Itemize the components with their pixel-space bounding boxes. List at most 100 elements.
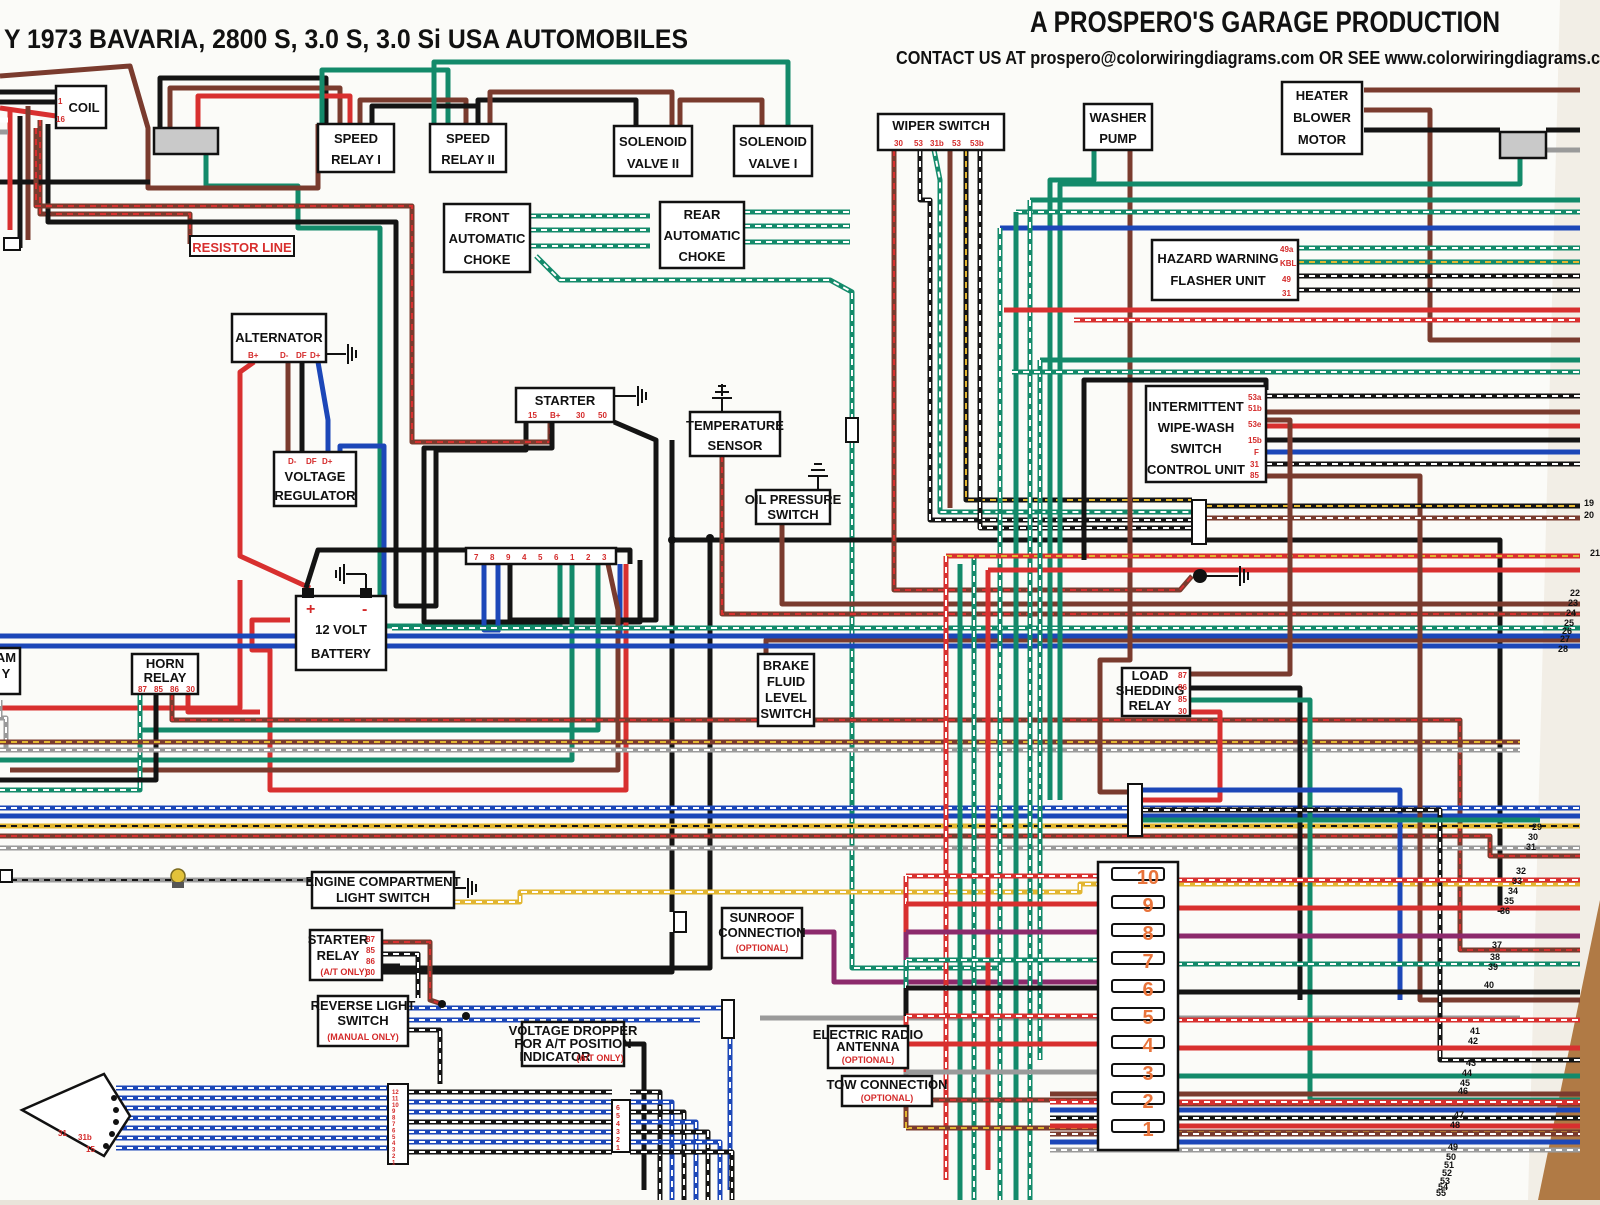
connector-pin-label: 1 <box>392 1160 396 1166</box>
splice-connector <box>721 999 735 1039</box>
connector-pin-label: 3 <box>616 1129 620 1136</box>
connector-pin-label: 6 <box>392 1128 396 1134</box>
wipe-wash-pin: 31 <box>1250 460 1259 469</box>
wire-number-label: 45 <box>1460 1078 1470 1088</box>
oil-sensor-ground-symbol <box>808 463 828 490</box>
wire <box>1142 787 1403 1000</box>
wire-number-label: 40 <box>1484 980 1494 990</box>
splice-connector <box>1191 499 1207 545</box>
engine-light-bulb-icon <box>170 868 186 888</box>
tow-connection: TOW CONNECTION (OPTIONAL) <box>826 1074 948 1108</box>
washer-pump-label: PUMP <box>1099 131 1137 146</box>
reverse-light-sub: (MANUAL ONLY) <box>327 1032 399 1042</box>
regulator-pin: D- <box>288 457 297 466</box>
wire-number-label: 26 <box>1562 626 1572 636</box>
sunroof-label: CONNECTION <box>718 925 805 940</box>
wire <box>370 932 675 975</box>
wire-number-label: 25 <box>1564 618 1574 628</box>
oil-pressure-switch: OIL PRESSURE SWITCH <box>745 488 842 526</box>
main-ground-symbol <box>1206 566 1249 586</box>
rear-choke-label: REAR <box>684 207 721 222</box>
wire <box>0 694 143 793</box>
sunroof-label: SUNROOF <box>730 910 795 925</box>
fuse-number: 4 <box>1142 1035 1154 1057</box>
hazard-pin: 31 <box>1282 289 1291 298</box>
starter-relay-label: RELAY <box>317 948 360 963</box>
front-choke-label: AUTOMATIC <box>449 231 526 246</box>
hazard-pin: 49 <box>1282 275 1291 284</box>
solenoid-valve-2-label: SOLENOID <box>619 134 687 149</box>
wire <box>0 580 243 711</box>
wire <box>237 359 312 591</box>
load-shedding-pin: 85 <box>1178 695 1187 704</box>
wire-number-label: 49 <box>1448 1142 1458 1152</box>
connector-pin-label: 6 <box>554 553 559 562</box>
wire-number-label: 29 <box>1532 822 1542 832</box>
alternator-pin: D+ <box>310 351 321 360</box>
wiper-switch-pin: 53 <box>952 139 961 148</box>
starter-pin: B+ <box>550 411 561 420</box>
fuse: 3 <box>1111 1063 1165 1085</box>
wire <box>507 419 659 623</box>
wire <box>1057 158 1523 800</box>
wire <box>630 1139 723 1200</box>
wiper-switch: WIPER SWITCH 30 53 31b 53 53b <box>876 112 1006 152</box>
rear-automatic-choke: REAR AUTOMATIC CHOKE <box>658 200 746 270</box>
hazard-pin: KBL <box>1280 259 1297 268</box>
voltage-dropper-sub: (A/T ONLY) <box>576 1053 623 1063</box>
wiper-switch-pin: 53 <box>914 139 923 148</box>
wire-number-label: 44 <box>1462 1068 1472 1078</box>
wire <box>1047 150 1097 800</box>
wire-junction-dot <box>462 1012 470 1020</box>
wire-number-label: 31 <box>1526 842 1536 852</box>
fuse-number: 6 <box>1142 979 1153 1001</box>
brake-fluid-level-switch: BRAKE FLUID LEVEL SWITCH <box>756 652 816 728</box>
load-shedding-pin: 86 <box>1178 683 1187 692</box>
coil-pin: 1 <box>58 97 63 106</box>
fuse: 8 <box>1111 923 1165 945</box>
wire <box>370 540 713 971</box>
load-shedding-pin: 87 <box>1178 671 1187 680</box>
wire-number-label: 34 <box>1508 886 1518 896</box>
sunroof-sub: (OPTIONAL) <box>736 943 789 953</box>
engine-light-ground-symbol <box>454 878 477 898</box>
fuse: 4 <box>1111 1035 1165 1057</box>
brake-fluid-label: FLUID <box>767 674 805 689</box>
fuse: 7 <box>1111 951 1165 973</box>
wire <box>849 442 1000 971</box>
horn-relay-label: RELAY <box>144 670 187 685</box>
wire <box>382 951 421 998</box>
battery-label: BATTERY <box>311 646 371 661</box>
solenoid-valve-1-label: VALVE I <box>749 156 798 171</box>
temperature-sensor: TEMPERATURE SENSOR <box>686 410 784 458</box>
temp-sensor-ground-symbol <box>712 384 732 412</box>
connector-pin-label: 5 <box>538 553 543 562</box>
splice-connector <box>673 911 687 933</box>
connector-pin-label: 4 <box>522 553 527 562</box>
wire <box>0 700 9 750</box>
brake-fluid-label: BRAKE <box>763 658 810 673</box>
speed-relay-1: SPEED RELAY I <box>316 122 396 174</box>
wipe-wash-pin: 53e <box>1248 420 1262 429</box>
wire-number-label: 20 <box>1584 510 1594 520</box>
alternator-pin: D- <box>280 351 289 360</box>
wipe-wash-pin: 51b <box>1248 404 1262 413</box>
ignition-switch: 31 31b 15 <box>19 1072 132 1158</box>
speed-relay-1-label: SPEED <box>334 131 378 146</box>
connector-pin-label: 8 <box>392 1116 396 1122</box>
reverse-light-switch: REVERSE LIGHT SWITCH (MANUAL ONLY) <box>311 994 415 1048</box>
wire <box>1190 685 1303 1000</box>
temp-sensor-label: TEMPERATURE <box>686 418 784 433</box>
fuse-number: 7 <box>1142 951 1153 973</box>
connector-pin-label: 4 <box>616 1121 620 1128</box>
fuse: 5 <box>1111 1007 1165 1029</box>
coil-connector <box>152 126 220 156</box>
wire-number-label: 38 <box>1490 952 1500 962</box>
wire <box>630 1109 687 1200</box>
oil-pressure-label: OIL PRESSURE <box>745 492 842 507</box>
connector-pin-label: 9 <box>506 553 511 562</box>
wipe-wash-label: SWITCH <box>1170 441 1221 456</box>
wire-number-label: 33 <box>1512 876 1522 886</box>
wire <box>249 564 629 793</box>
